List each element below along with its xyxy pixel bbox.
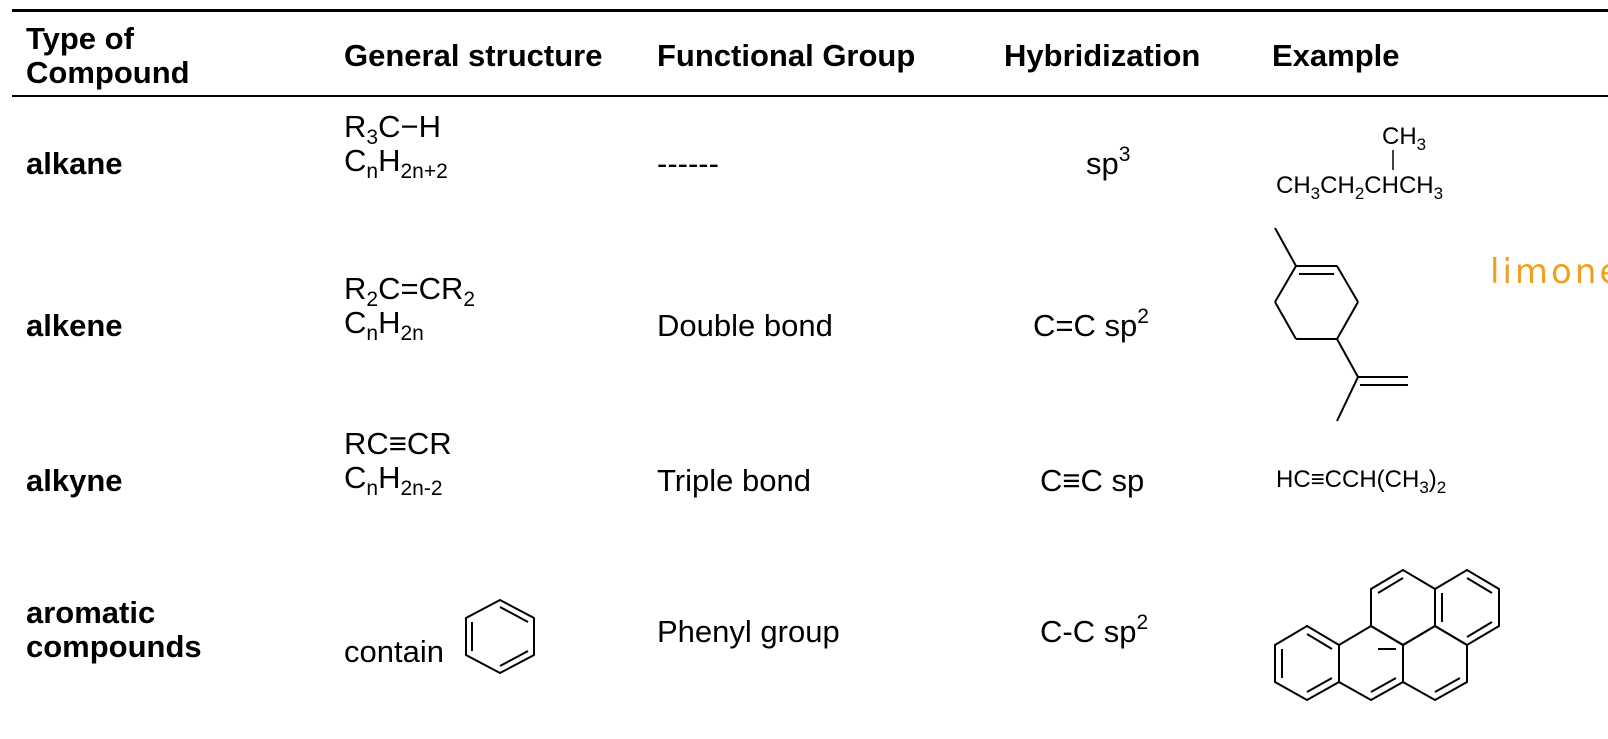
header-functional-group: Functional Group <box>657 38 916 73</box>
top-rule <box>12 9 1608 12</box>
functional-group-alkene: Double bond <box>657 308 833 343</box>
handwritten-annotation: limone <box>1490 252 1608 292</box>
functional-group-alkane: ------ <box>657 146 719 181</box>
type-alkene: alkene <box>26 308 123 343</box>
general-structure-aromatic: contain <box>344 634 444 669</box>
header-example: Example <box>1272 38 1400 73</box>
functional-group-alkyne: Triple bond <box>657 463 811 498</box>
general-structure-alkyne: RC≡CR CnH2n-2 <box>344 426 452 500</box>
hybridization-aromatic: C-C sp2 <box>1040 611 1149 649</box>
header-hybridization: Hybridization <box>1004 38 1201 73</box>
header-rule <box>12 95 1608 97</box>
type-alkyne: alkyne <box>26 463 123 498</box>
general-structure-alkane: R3C−H CnH2n+2 <box>344 109 448 183</box>
general-structure-alkene: R2C=CR2 CnH2n <box>344 271 476 345</box>
type-aromatic-compounds: aromatic compounds <box>26 595 202 664</box>
header-general-structure: General structure <box>344 38 603 73</box>
example-alkyne-formula: HC≡CCH(CH3)2 <box>1276 466 1447 497</box>
example-limonene-structure <box>1274 227 1408 422</box>
hybridization-alkene: C=C sp2 <box>1033 305 1149 343</box>
example-alkane-chain: CH3CH2CHCH3 <box>1276 172 1444 203</box>
example-alkane-branch: CH3 <box>1382 123 1427 154</box>
benzene-ring-icon <box>465 598 535 675</box>
example-alkane-branch-bond <box>1392 150 1394 170</box>
header-type-of-compound: Type of Compound <box>26 21 190 90</box>
hybridization-alkyne: C≡C sp <box>1040 463 1145 498</box>
type-alkane: alkane <box>26 146 123 181</box>
functional-group-aromatic: Phenyl group <box>657 614 840 649</box>
hybridization-alkane: sp3 <box>1086 143 1131 181</box>
example-benzopyrene-structure <box>1274 568 1500 702</box>
